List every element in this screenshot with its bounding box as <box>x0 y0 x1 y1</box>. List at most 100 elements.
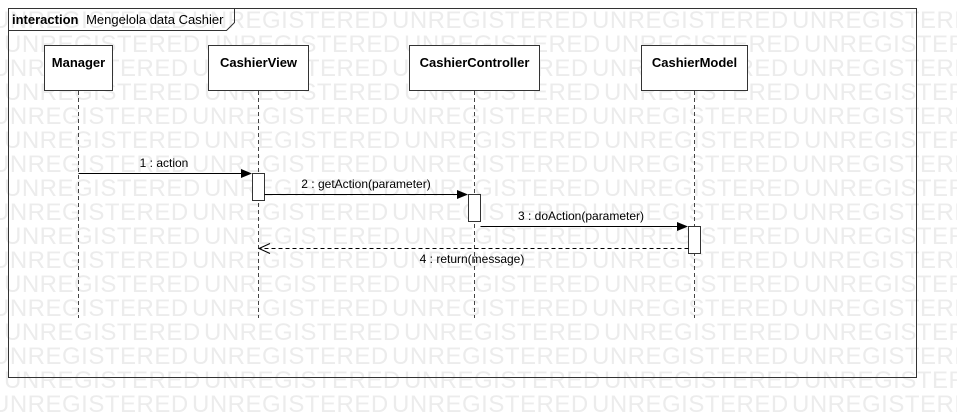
watermark-text: UNREGISTERED <box>392 343 589 370</box>
frame-keyword: interaction <box>12 12 79 27</box>
watermark-text: UNREGISTERED <box>0 391 189 418</box>
watermark-text: UNREGISTERED <box>404 271 601 298</box>
watermark-text: UNREGISTERED <box>4 367 201 394</box>
frame-title: interaction Mengelola data Cashier <box>12 12 224 27</box>
watermark-text: UNREGISTERED <box>804 271 957 298</box>
watermark-text: UNREGISTERED <box>804 79 957 106</box>
message-3-label: 3 : doAction(parameter) <box>518 209 644 223</box>
lifeline-manager-label: Manager <box>52 55 105 70</box>
watermark-text: UNREGISTERED <box>592 199 789 226</box>
watermark-text: UNREGISTERED <box>804 127 957 154</box>
watermark-text: UNREGISTERED <box>604 127 801 154</box>
message-3[interactable]: 3 : doAction(parameter) <box>480 209 689 231</box>
watermark-text: UNREGISTERED <box>0 7 189 34</box>
watermark-text: UNREGISTERED <box>592 295 789 322</box>
watermark-text: UNREGISTERED <box>792 247 957 274</box>
watermark-text: UNREGISTERED <box>0 103 189 130</box>
watermark-text: UNREGISTERED <box>792 103 957 130</box>
watermark-text: UNREGISTERED <box>0 295 189 322</box>
lifeline-cashiercontroller-label: CashierController <box>420 55 530 70</box>
watermark-text: UNREGISTERED <box>0 247 189 274</box>
watermark-text: UNREGISTERED <box>4 271 201 298</box>
watermark-text: UNREGISTERED <box>592 391 789 418</box>
lifeline-cashiercontroller-box[interactable] <box>409 45 540 91</box>
frame-title-tab <box>8 8 235 31</box>
frame-name: Mengelola data Cashier <box>86 12 224 27</box>
watermark-text: UNREGISTERED <box>192 7 389 34</box>
watermark-text: UNREGISTERED <box>4 127 201 154</box>
watermark-text: UNREGISTERED <box>0 199 189 226</box>
message-2[interactable]: 2 : getAction(parameter) <box>264 177 469 199</box>
watermark-text: UNREGISTERED <box>792 7 957 34</box>
watermark-text: UNREGISTERED <box>204 127 401 154</box>
message-4-arrowhead <box>257 243 271 254</box>
watermark-text: UNREGISTERED <box>604 223 801 250</box>
watermark-text: UNREGISTERED <box>392 151 589 178</box>
message-2-arrowhead <box>457 190 468 199</box>
lifeline-cashiermodel-box[interactable] <box>641 45 748 91</box>
watermark-text: UNREGISTERED <box>792 151 957 178</box>
activation-cashiercontroller <box>468 194 481 222</box>
lifeline-cashierview[interactable]: CashierView <box>208 45 309 319</box>
watermark-text: UNREGISTERED <box>604 319 801 346</box>
message-2-label: 2 : getAction(parameter) <box>301 177 430 191</box>
lifeline-cashiermodel[interactable]: CashierModel <box>641 45 748 319</box>
activation-cashierview <box>252 173 265 201</box>
watermark-text: UNREGISTERED <box>804 319 957 346</box>
watermark-text: UNREGISTERED <box>204 223 401 250</box>
lifeline-cashierview-box[interactable] <box>208 45 309 91</box>
watermark-text: UNREGISTERED <box>804 175 957 202</box>
message-1-label: 1 : action <box>140 156 189 170</box>
watermark-text: UNREGISTERED <box>4 319 201 346</box>
message-1-arrowhead <box>241 169 252 178</box>
watermark-text: UNREGISTERED <box>392 391 589 418</box>
watermark-text: UNREGISTERED <box>204 175 401 202</box>
activation-cashiermodel <box>688 226 701 254</box>
watermark-text: UNREGISTERED <box>204 367 401 394</box>
watermark-text: UNREGISTERED <box>592 151 789 178</box>
watermark-text: UNREGISTERED <box>392 199 589 226</box>
message-1[interactable]: 1 : action <box>78 156 253 178</box>
watermark-text: UNREGISTERED <box>192 199 389 226</box>
watermark-text: UNREGISTERED <box>404 319 601 346</box>
watermark-text: UNREGISTERED <box>4 175 201 202</box>
watermark-text: UNREGISTERED <box>792 391 957 418</box>
watermark-text: UNREGISTERED <box>592 7 789 34</box>
watermark-text: UNREGISTERED <box>4 223 201 250</box>
watermark-text: UNREGISTERED <box>604 271 801 298</box>
watermark-text: UNREGISTERED <box>792 295 957 322</box>
watermark-text: UNREGISTERED <box>792 199 957 226</box>
lifeline-cashiercontroller[interactable]: CashierController <box>409 45 540 319</box>
lifeline-manager-box[interactable] <box>44 45 113 91</box>
watermark-text: UNREGISTERED <box>792 343 957 370</box>
watermark-text: UNREGISTERED <box>404 367 601 394</box>
watermark-text: UNREGISTERED <box>192 295 389 322</box>
message-3-arrowhead <box>677 222 688 231</box>
watermark-text: UNREGISTERED <box>192 247 389 274</box>
watermark-text: UNREGISTERED <box>592 103 789 130</box>
watermark-text: UNREGISTERED <box>792 55 957 82</box>
watermark-text: UNREGISTERED <box>804 31 957 58</box>
watermark-text: UNREGISTERED <box>804 367 957 394</box>
watermark-text: UNREGISTERED <box>0 343 189 370</box>
watermark-text: UNREGISTERED <box>192 103 389 130</box>
watermark-text: UNREGISTERED <box>392 247 589 274</box>
watermark-text: UNREGISTERED <box>404 175 601 202</box>
interaction-frame <box>8 8 917 378</box>
watermark-text: UNREGISTERED <box>192 391 389 418</box>
watermark-text: UNREGISTERED <box>204 319 401 346</box>
message-4-label: 4 : return(message) <box>420 252 525 266</box>
watermark-text: UNREGISTERED <box>604 175 801 202</box>
message-4[interactable]: 4 : return(message) <box>257 243 689 267</box>
watermark-text: UNREGISTERED <box>592 343 789 370</box>
watermark-text: UNREGISTERED <box>204 271 401 298</box>
watermark-text: UNREGISTERED <box>192 343 389 370</box>
watermark-text: UNREGISTERED <box>392 103 589 130</box>
watermark-text: UNREGISTERED <box>404 223 601 250</box>
watermark-text: UNREGISTERED <box>392 295 589 322</box>
lifeline-cashierview-label: CashierView <box>220 55 298 70</box>
watermark-text: UNREGISTERED <box>404 127 601 154</box>
lifeline-manager[interactable]: Manager <box>44 45 113 319</box>
watermark-text: UNREGISTERED <box>604 367 801 394</box>
watermark-text: UNREGISTERED <box>392 7 589 34</box>
